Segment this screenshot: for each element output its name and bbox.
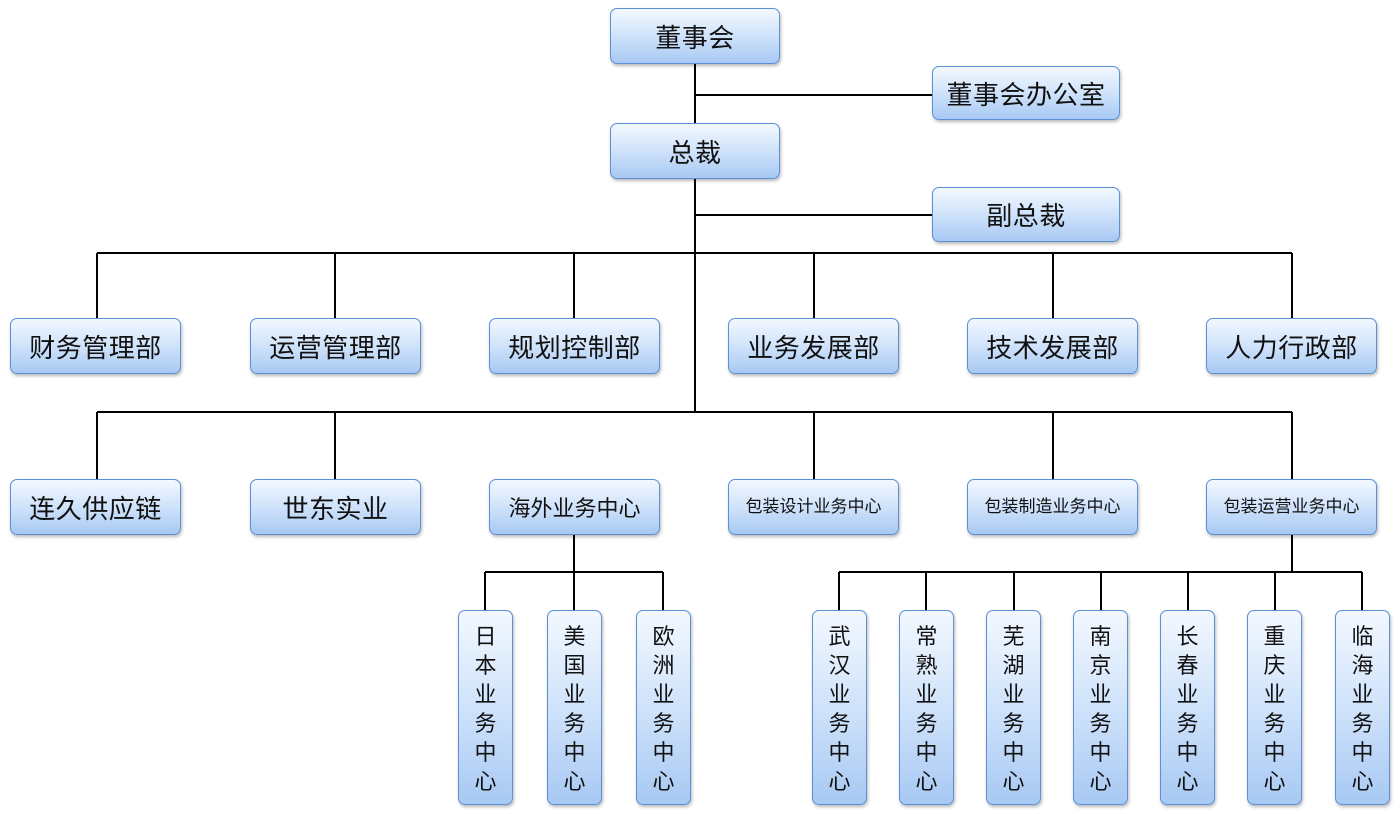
center-changchun: 长春业务中心 xyxy=(1160,610,1215,805)
dept-finance: 财务管理部 xyxy=(10,318,181,374)
unit-supply-chain: 连久供应链 xyxy=(10,479,181,535)
center-usa: 美国业务中心 xyxy=(547,610,602,805)
center-changchun-label: 长春业务中心 xyxy=(1176,625,1199,795)
center-europe-label: 欧洲业务中心 xyxy=(652,625,675,795)
center-changshu-label: 常熟业务中心 xyxy=(915,625,938,795)
dept-operations: 运营管理部 xyxy=(250,318,421,374)
node-vp: 副总裁 xyxy=(932,187,1120,242)
unit-overseas: 海外业务中心 xyxy=(489,479,660,535)
center-wuhan-label: 武汉业务中心 xyxy=(828,625,851,795)
unit-packaging-design: 包装设计业务中心 xyxy=(728,479,899,535)
dept-business-dev: 业务发展部 xyxy=(728,318,899,374)
dept-planning: 规划控制部 xyxy=(489,318,660,374)
dept-tech-dev: 技术发展部 xyxy=(967,318,1138,374)
center-linhai: 临海业务中心 xyxy=(1335,610,1390,805)
center-wuhu-label: 芜湖业务中心 xyxy=(1002,625,1025,795)
center-nanjing-label: 南京业务中心 xyxy=(1089,625,1112,795)
center-usa-label: 美国业务中心 xyxy=(563,625,586,795)
center-chongqing: 重庆业务中心 xyxy=(1247,610,1302,805)
node-president: 总裁 xyxy=(610,123,780,179)
center-chongqing-label: 重庆业务中心 xyxy=(1263,625,1286,795)
center-linhai-label: 临海业务中心 xyxy=(1351,625,1374,795)
node-board: 董事会 xyxy=(610,8,780,64)
center-wuhu: 芜湖业务中心 xyxy=(986,610,1041,805)
center-wuhan: 武汉业务中心 xyxy=(812,610,867,805)
dept-hr-admin: 人力行政部 xyxy=(1206,318,1377,374)
node-board-office: 董事会办公室 xyxy=(932,66,1120,120)
center-nanjing: 南京业务中心 xyxy=(1073,610,1128,805)
center-changshu: 常熟业务中心 xyxy=(899,610,954,805)
center-japan-label: 日本业务中心 xyxy=(474,625,497,795)
unit-shidong: 世东实业 xyxy=(250,479,421,535)
center-europe: 欧洲业务中心 xyxy=(636,610,691,805)
unit-packaging-operations: 包装运营业务中心 xyxy=(1206,479,1377,535)
unit-packaging-manufacturing: 包装制造业务中心 xyxy=(967,479,1138,535)
center-japan: 日本业务中心 xyxy=(458,610,513,805)
